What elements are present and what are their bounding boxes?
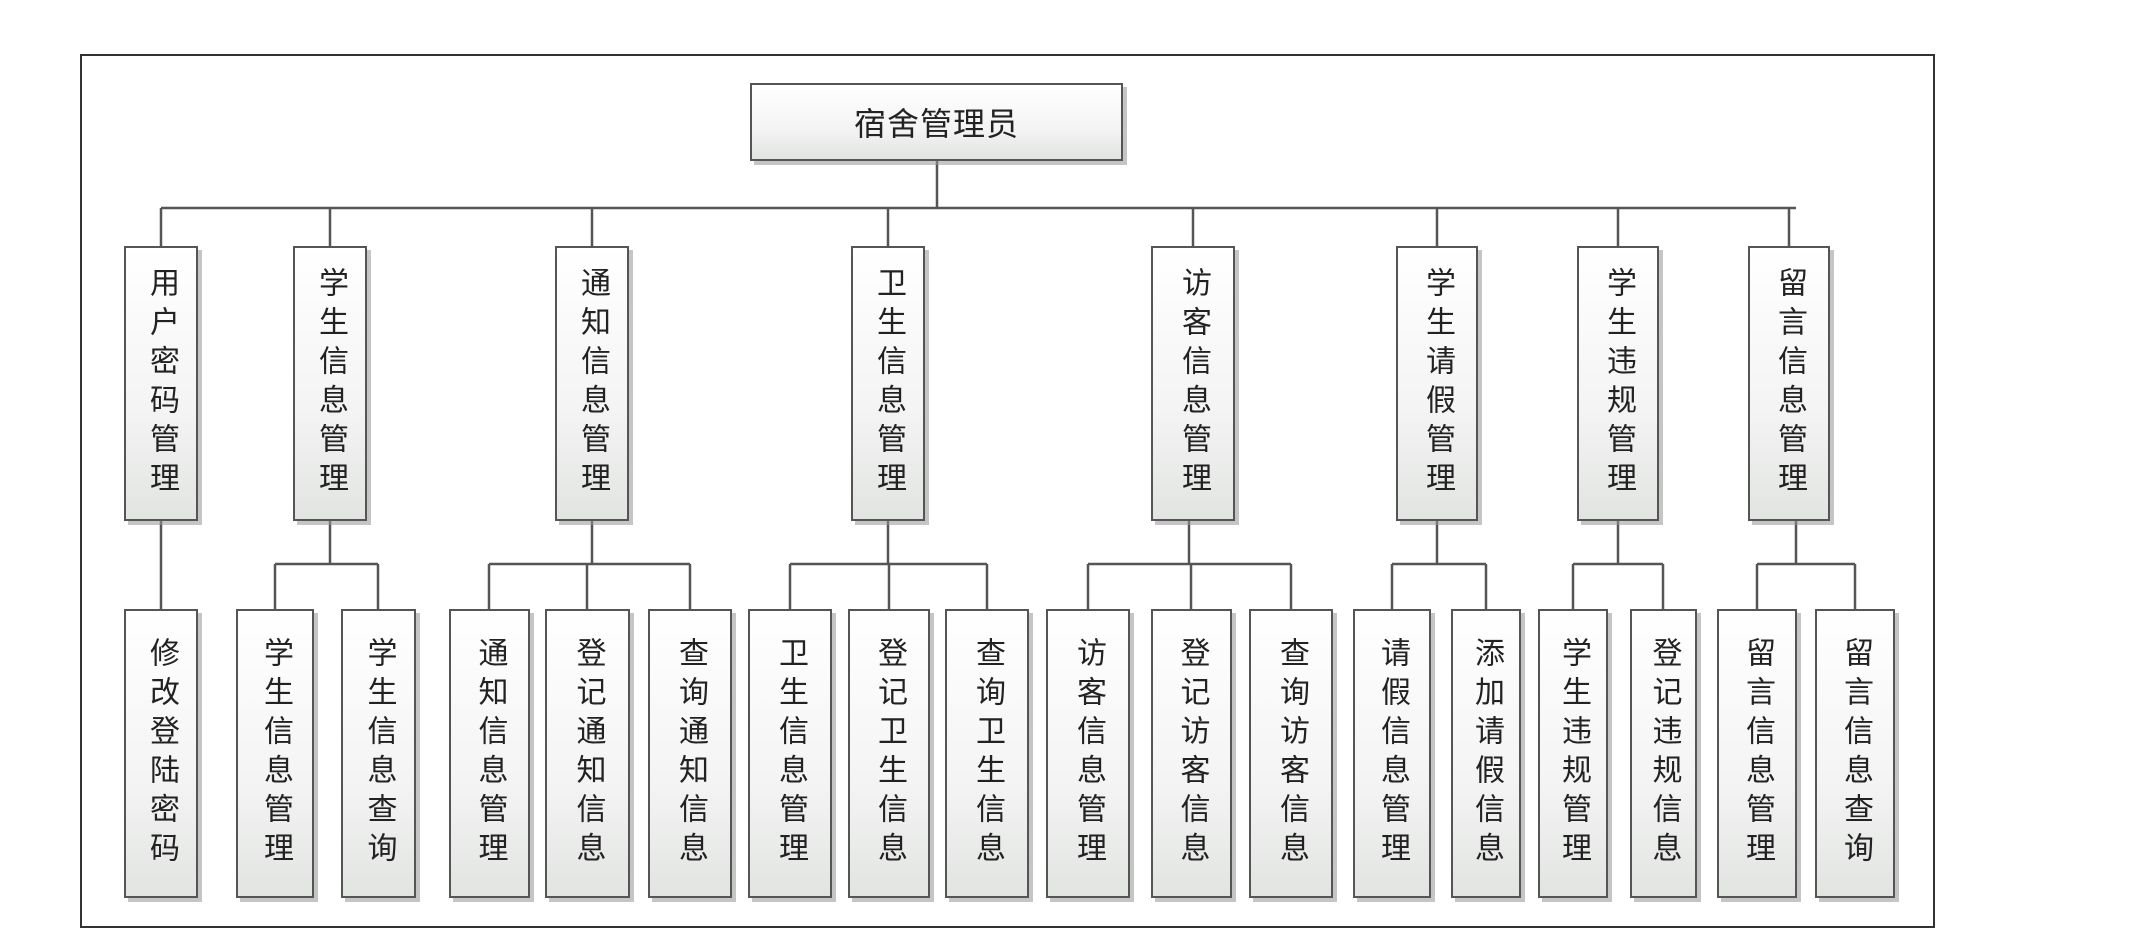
sub-function-node: 修改登陆密码 bbox=[124, 609, 198, 898]
sub-function-node: 查询通知信息 bbox=[648, 609, 732, 898]
root-node: 宿舍管理员 bbox=[750, 83, 1123, 161]
sub-function-label: 学生违规管理 bbox=[1556, 636, 1591, 871]
sub-function-label: 学生信息管理 bbox=[258, 636, 293, 871]
sub-function-node: 学生信息查询 bbox=[341, 609, 416, 898]
sub-function-node: 添加请假信息 bbox=[1451, 609, 1521, 898]
sub-function-node: 查询卫生信息 bbox=[945, 609, 1029, 898]
module-node: 访客信息管理 bbox=[1151, 246, 1235, 521]
sub-function-node: 访客信息管理 bbox=[1046, 609, 1130, 898]
sub-function-node: 登记违规信息 bbox=[1630, 609, 1697, 898]
sub-function-node: 通知信息管理 bbox=[449, 609, 530, 898]
sub-function-label: 登记通知信息 bbox=[570, 636, 606, 871]
sub-function-node: 请假信息管理 bbox=[1353, 609, 1431, 898]
module-node: 留言信息管理 bbox=[1748, 246, 1830, 521]
sub-function-node: 登记卫生信息 bbox=[848, 609, 930, 898]
sub-function-label: 登记违规信息 bbox=[1646, 636, 1682, 871]
root-node-label: 宿舍管理员 bbox=[853, 105, 1019, 143]
sub-function-label: 卫生信息管理 bbox=[773, 636, 808, 871]
sub-function-label: 添加请假信息 bbox=[1469, 636, 1504, 871]
module-node-label: 卫生信息管理 bbox=[871, 266, 906, 501]
sub-function-label: 请假信息管理 bbox=[1375, 636, 1410, 871]
sub-function-node: 登记访客信息 bbox=[1151, 609, 1232, 898]
sub-function-node: 登记通知信息 bbox=[545, 609, 630, 898]
sub-function-label: 留言信息管理 bbox=[1740, 636, 1775, 871]
sub-function-label: 查询访客信息 bbox=[1274, 636, 1309, 871]
module-node-label: 学生请假管理 bbox=[1420, 266, 1455, 501]
sub-function-label: 查询通知信息 bbox=[673, 636, 708, 871]
sub-function-label: 学生信息查询 bbox=[361, 636, 397, 871]
sub-function-node: 查询访客信息 bbox=[1249, 609, 1333, 898]
module-node: 用户密码管理 bbox=[124, 246, 198, 521]
module-node: 卫生信息管理 bbox=[851, 246, 925, 521]
module-node-label: 留言信息管理 bbox=[1772, 266, 1807, 501]
sub-function-node: 卫生信息管理 bbox=[748, 609, 832, 898]
module-node-label: 学生违规管理 bbox=[1601, 266, 1636, 501]
sub-function-label: 访客信息管理 bbox=[1071, 636, 1106, 871]
module-node-label: 通知信息管理 bbox=[575, 266, 610, 501]
module-node: 学生违规管理 bbox=[1577, 246, 1659, 521]
sub-function-label: 通知信息管理 bbox=[472, 636, 508, 871]
sub-function-node: 学生违规管理 bbox=[1538, 609, 1608, 898]
sub-function-node: 学生信息管理 bbox=[236, 609, 314, 898]
sub-function-label: 留言信息查询 bbox=[1838, 636, 1873, 871]
sub-function-node: 留言信息管理 bbox=[1717, 609, 1797, 898]
sub-function-label: 登记访客信息 bbox=[1174, 636, 1210, 871]
module-node: 通知信息管理 bbox=[555, 246, 629, 521]
module-node: 学生请假管理 bbox=[1396, 246, 1478, 521]
module-node-label: 学生信息管理 bbox=[313, 266, 348, 501]
sub-function-label: 查询卫生信息 bbox=[970, 636, 1005, 871]
sub-function-label: 修改登陆密码 bbox=[144, 636, 179, 871]
module-node: 学生信息管理 bbox=[293, 246, 367, 521]
sub-function-node: 留言信息查询 bbox=[1815, 609, 1895, 898]
sub-function-label: 登记卫生信息 bbox=[872, 636, 907, 871]
module-node-label: 用户密码管理 bbox=[144, 266, 179, 501]
module-node-label: 访客信息管理 bbox=[1176, 266, 1211, 501]
